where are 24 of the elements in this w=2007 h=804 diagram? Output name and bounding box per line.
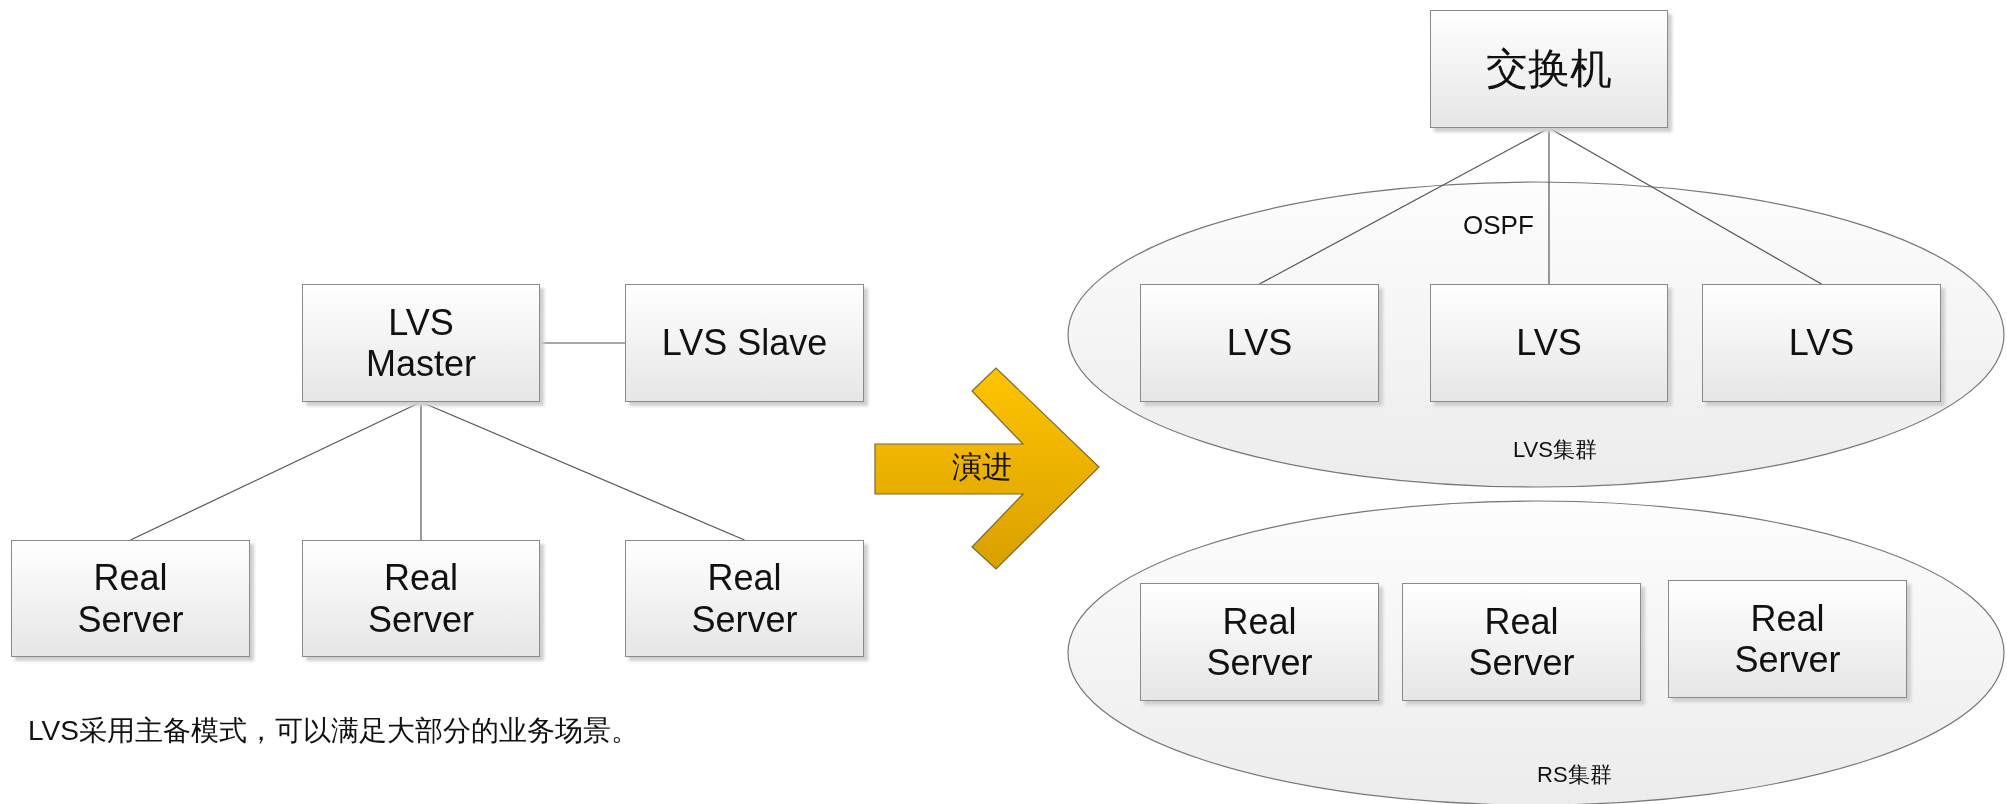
lvs-box: LVS — [1702, 284, 1941, 402]
lvs-box: LVS — [1140, 284, 1379, 402]
connector-line — [1258, 127, 1550, 285]
lvs-box: LVS Master — [302, 284, 540, 402]
server-box: Real Server — [1668, 580, 1907, 698]
connector-line — [539, 342, 626, 344]
connector-line — [420, 401, 746, 541]
server-box: Real Server — [625, 540, 864, 657]
arrow-label: 演进 — [952, 449, 1012, 485]
server-box: Real Server — [302, 540, 540, 657]
switch-box: 交换机 — [1430, 10, 1668, 128]
connector-line — [420, 401, 422, 541]
lvs-box: LVS Slave — [625, 284, 864, 402]
cluster-label: LVS集群 — [1513, 436, 1597, 464]
cluster-label: RS集群 — [1537, 761, 1612, 789]
server-box: Real Server — [1402, 583, 1641, 701]
caption-text: LVS采用主备模式，可以满足大部分的业务场景。 — [28, 714, 639, 748]
server-box: Real Server — [11, 540, 250, 657]
server-box: Real Server — [1140, 583, 1379, 701]
protocol-label: OSPF — [1463, 210, 1534, 241]
connector-line — [129, 401, 422, 541]
lvs-box: LVS — [1430, 284, 1668, 402]
connector-line — [1548, 127, 1550, 285]
connector-line — [1548, 127, 1823, 285]
